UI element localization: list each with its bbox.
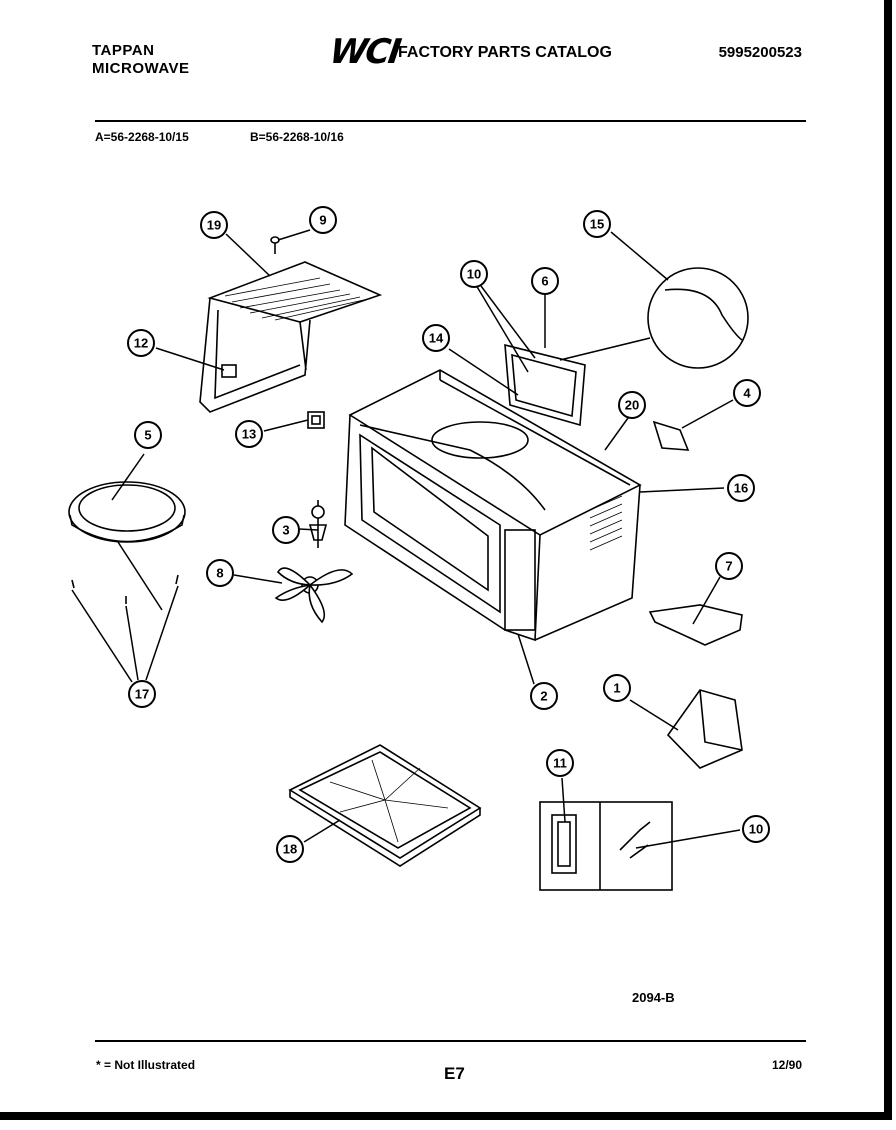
part-1-cover [666,689,743,769]
callout-17: 17 [128,680,156,708]
callout-19: 19 [200,211,228,239]
inset-box [539,801,673,891]
callout-19-label: 19 [207,218,221,233]
callout-9: 9 [309,206,337,234]
callout-5-label: 5 [144,428,151,443]
part-6-waveguide [504,337,651,427]
drawing-number: 2094-B [632,990,675,1005]
callout-15: 15 [583,210,611,238]
catalog-number: 5995200523 [718,44,802,61]
part-7-duct [648,604,743,646]
callout-17-label: 17 [135,687,149,702]
callout-11: 11 [546,749,574,777]
header-rule [95,120,806,122]
callout-8-label: 8 [216,566,223,581]
callout-3: 3 [272,516,300,544]
callout-1: 1 [603,674,631,702]
callout-10-top: 10 [460,260,488,288]
brand-name: TAPPAN [92,42,155,59]
callout-13-label: 13 [242,427,256,442]
catalog-title: FACTORY PARTS CATALOG [398,44,612,61]
callout-2: 2 [530,682,558,710]
callout-11-label: 11 [553,756,567,771]
callout-13: 13 [235,420,263,448]
not-illustrated-note: * = Not Illustrated [96,1058,196,1072]
model-b: B=56-2268-10/16 [250,130,344,144]
callout-18: 18 [276,835,304,863]
page-number: E7 [444,1064,465,1083]
part-13-clip [307,411,325,429]
model-a: A=56-2268-10/15 [95,130,189,144]
part-5-turntable [68,481,186,543]
callout-16: 16 [727,474,755,502]
callout-14-label: 14 [429,331,444,346]
callout-4-label: 4 [743,386,751,401]
callout-10-top-label: 10 [467,267,481,282]
footer-rule [95,1040,806,1042]
callout-7: 7 [715,552,743,580]
callout-4: 4 [733,379,761,407]
callout-16-label: 16 [734,481,748,496]
callout-9-label: 9 [319,213,326,228]
catalog-date: 12/90 [771,1058,802,1072]
brand-block: TAPPAN MICROWAVE [92,42,190,78]
callout-20-label: 20 [625,398,639,413]
callout-6-label: 6 [541,274,548,289]
callout-12-label: 12 [134,336,148,351]
callout-6: 6 [531,267,559,295]
part-17-roller-supports [71,574,179,604]
callout-7-label: 7 [725,559,732,574]
callout-5: 5 [134,421,162,449]
callout-10-inset: 10 [742,815,770,843]
product-name: MICROWAVE [92,60,190,77]
callout-18-label: 18 [283,842,297,857]
oven-cavity-chassis [344,369,642,642]
part-9-screw [270,236,280,254]
part-19-top-cover [199,261,383,413]
callout-20: 20 [618,391,646,419]
part-8-fan-blade [274,567,354,624]
callout-12: 12 [127,329,155,357]
part-15-detail-view [647,267,749,369]
part-18-drip-tray [288,744,482,867]
leader-lines [71,229,741,849]
part-3-motor [308,500,328,548]
callout-10-inset-label: 10 [749,822,763,837]
part-4-bracket [652,420,690,451]
callout-3-label: 3 [282,523,289,538]
callout-14: 14 [422,324,450,352]
callout-8: 8 [206,559,234,587]
callout-2-label: 2 [540,689,547,704]
callout-15-label: 15 [590,217,604,232]
callout-1-label: 1 [613,681,620,696]
